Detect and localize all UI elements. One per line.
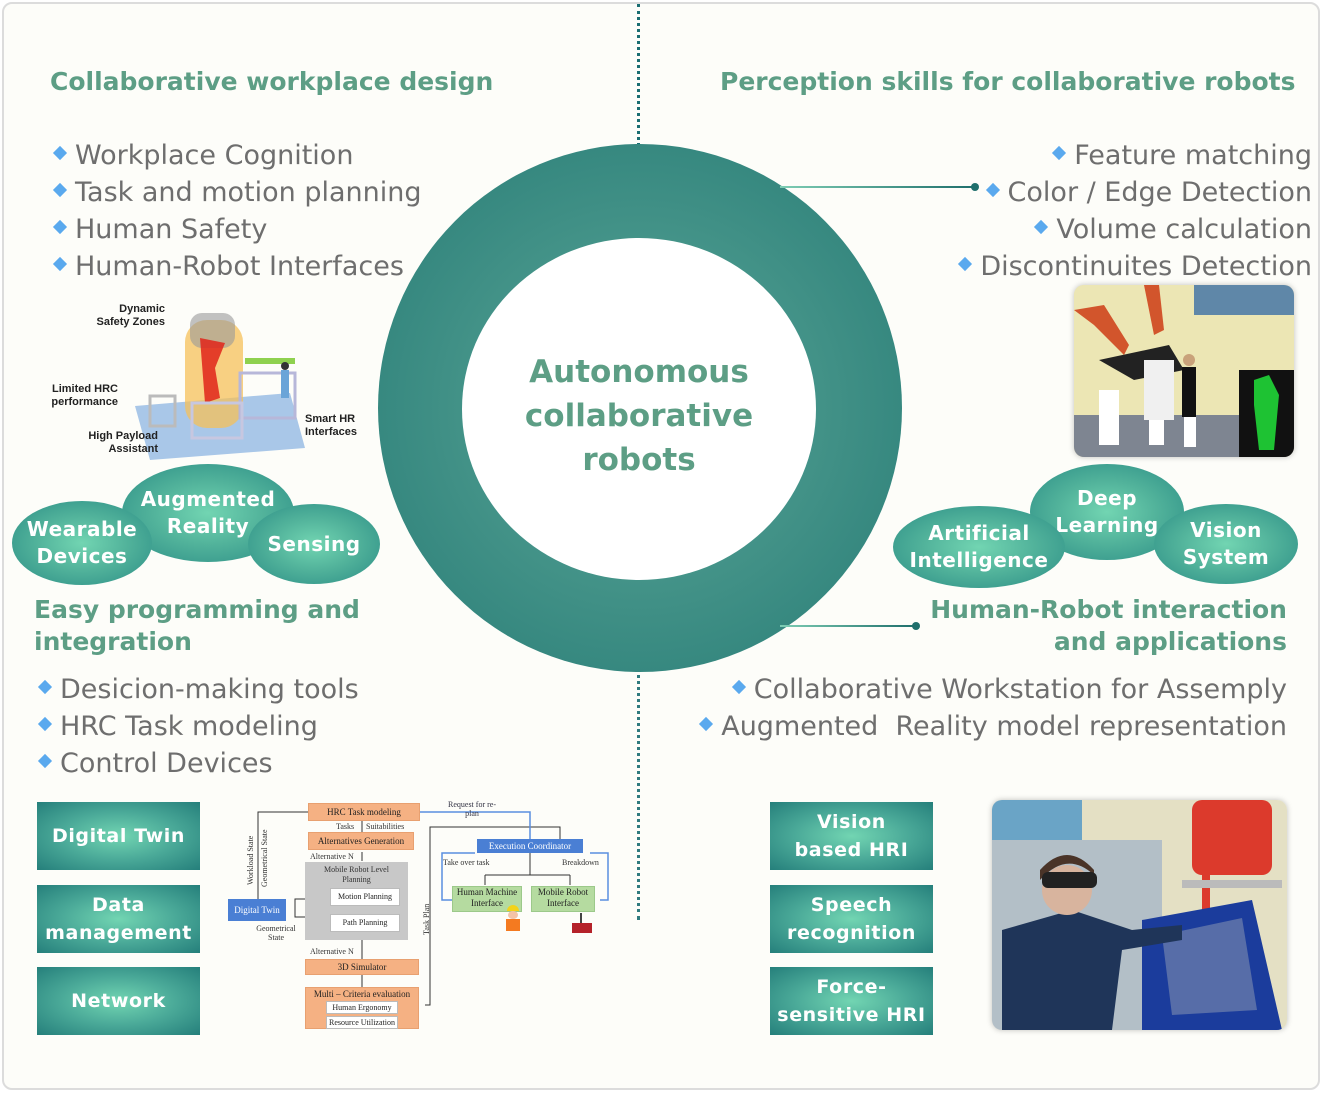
bullet-item: Human-Robot Interfaces [52, 248, 422, 285]
central-title-line: Autonomous [529, 354, 749, 390]
heading-line: integration [34, 627, 192, 656]
ar-photo-drawing [992, 800, 1287, 1030]
bullet-item: Collaborative Workstation for Assemply [701, 671, 1287, 708]
ellipse-vision-system: Vision System [1154, 504, 1298, 584]
heading-human-robot-interaction: Human-Robot interaction and applications [930, 594, 1287, 658]
connector-line-bottom-right [780, 625, 915, 627]
central-ring-hole [462, 238, 816, 580]
flow-hrc-task-modeling: HRC Task modeling [308, 803, 420, 821]
bullet-item: Discontinuites Detection [958, 248, 1312, 285]
workcell-drawing [135, 313, 305, 460]
central-title-line: robots [582, 442, 696, 478]
mobile-robot-icon [572, 913, 594, 935]
label-limited-hrc-performance: Limited HRC performance [51, 383, 118, 408]
flow-label-geometrical-state: Geometrical State [256, 924, 296, 942]
flow-label-workload-state: Workload State [246, 835, 255, 885]
flow-label-mobile-robot-planning: Mobile Robot Level Planning [324, 865, 389, 884]
box-vision-based-hri: Vision based HRI [770, 802, 933, 870]
programming-bullet-list: Desicion-making tools HRC Task modeling … [37, 671, 359, 782]
worker-icon [505, 905, 521, 933]
flow-label-geometrical-state-side: Geometrical State [260, 829, 269, 887]
ellipse-wearable-devices: Wearable Devices [12, 501, 152, 585]
box-speech-recognition: Speech recognition [770, 885, 933, 953]
diamond-bullet-icon [52, 145, 68, 160]
diamond-bullet-icon [731, 679, 746, 694]
flow-label-request-replan: Request for re-plan [448, 800, 496, 818]
flow-3d-simulator: 3D Simulator [305, 959, 419, 975]
bullet-item: Human Safety [52, 211, 422, 248]
box-digital-twin: Digital Twin [37, 802, 200, 870]
diamond-bullet-icon [958, 256, 973, 271]
bullet-item: Workplace Cognition [52, 137, 422, 174]
vertical-divider [637, 4, 640, 146]
flow-human-machine-interface: Human Machine Interface [452, 886, 522, 912]
heading-line: and applications [1053, 627, 1287, 656]
flow-label-alternative-n: Alternative N [310, 852, 354, 861]
bullet-item: Desicion-making tools [37, 671, 359, 708]
flow-label-task-plan: Task Plan [422, 903, 431, 935]
robot-perception-lab-photo [1074, 285, 1294, 457]
flow-label-suitabilities: Suitabilities [366, 822, 405, 831]
bullet-item: Color / Edge Detection [960, 174, 1312, 211]
heading-collaborative-workplace-design: Collaborative workplace design [50, 67, 494, 96]
connector-line-top-right [780, 186, 975, 188]
task-planning-flowchart: HRC Task modeling Tasks Suitabilities Al… [220, 795, 620, 1035]
heading-perception-skills: Perception skills for collaborative robo… [720, 67, 1296, 96]
bullet-item: Control Devices [37, 745, 359, 782]
flow-label-take-over-task: Take over task [443, 858, 490, 867]
bullet-item: Augmented Reality model representation [699, 708, 1287, 745]
flow-path-planning: Path Planning [330, 914, 400, 932]
label-smart-hr-interfaces: Smart HR Interfaces [305, 413, 357, 438]
ellipse-sensing: Sensing [248, 504, 380, 584]
box-data-management: Data management [37, 885, 200, 953]
heading-line: Human-Robot interaction [930, 595, 1287, 624]
flow-label-tasks: Tasks [336, 822, 355, 831]
bullet-item: Volume calculation [960, 211, 1312, 248]
central-title: Autonomous collaborative robots [462, 350, 816, 482]
diamond-bullet-icon [52, 256, 68, 271]
flow-motion-planning: Motion Planning [330, 888, 400, 906]
bullet-item: HRC Task modeling [37, 708, 359, 745]
label-dynamic-safety-zones: Dynamic Safety Zones [96, 303, 165, 328]
diamond-bullet-icon [52, 182, 68, 197]
diamond-bullet-icon [1034, 219, 1049, 234]
heading-easy-programming: Easy programming and integration [34, 594, 360, 658]
heading-line: Easy programming and [34, 595, 360, 624]
ellipse-artificial-intelligence: Artificial Intelligence [893, 506, 1065, 588]
label-high-payload-assistant: High Payload Assistant [88, 430, 158, 455]
diamond-bullet-icon [37, 679, 53, 694]
box-force-sensitive-hri: Force-sensitive HRI [770, 967, 933, 1035]
connector-dot [912, 622, 920, 630]
flow-execution-coordinator: Execution Coordinator [477, 839, 583, 853]
flow-label-alternative-n-2: Alternative N [310, 947, 354, 956]
central-title-line: collaborative [524, 398, 754, 434]
flow-resource-utilization: Resource Utilization [326, 1016, 398, 1029]
flow-label-breakdown: Breakdown [562, 858, 599, 867]
vertical-divider-bottom [637, 584, 640, 920]
flow-human-ergonomy: Human Ergonomy [326, 1001, 398, 1014]
ar-headset-assembly-photo [992, 800, 1287, 1030]
flow-mobile-robot-interface: Mobile Robot Interface [531, 886, 595, 912]
diamond-bullet-icon [985, 182, 1000, 197]
hri-bullet-list: Collaborative Workstation for Assemply A… [699, 671, 1287, 745]
diamond-bullet-icon [37, 753, 53, 768]
flow-alternatives-generation: Alternatives Generation [308, 832, 414, 850]
diamond-bullet-icon [37, 716, 53, 731]
bullet-item: Feature matching [960, 137, 1312, 174]
flow-mobile-robot-level-planning: Mobile Robot Level Planning Motion Plann… [305, 862, 408, 940]
workcell-illustration: Dynamic Safety Zones Limited HRC perform… [40, 298, 380, 460]
connector-dot [971, 183, 979, 191]
diamond-bullet-icon [52, 219, 68, 234]
flow-label-multi-criteria: Multi – Criteria evaluation [313, 989, 411, 999]
workplace-bullet-list: Workplace Cognition Task and motion plan… [52, 137, 422, 285]
perception-photo-drawing [1074, 285, 1294, 457]
bullet-item: Task and motion planning [52, 174, 422, 211]
flow-multi-criteria-evaluation: Multi – Criteria evaluation Human Ergono… [305, 987, 419, 1029]
diamond-bullet-icon [699, 716, 714, 731]
box-network: Network [37, 967, 200, 1035]
diamond-bullet-icon [1052, 145, 1067, 160]
flow-digital-twin: Digital Twin [228, 899, 286, 921]
perception-bullet-list: Feature matching Color / Edge Detection … [958, 137, 1312, 285]
